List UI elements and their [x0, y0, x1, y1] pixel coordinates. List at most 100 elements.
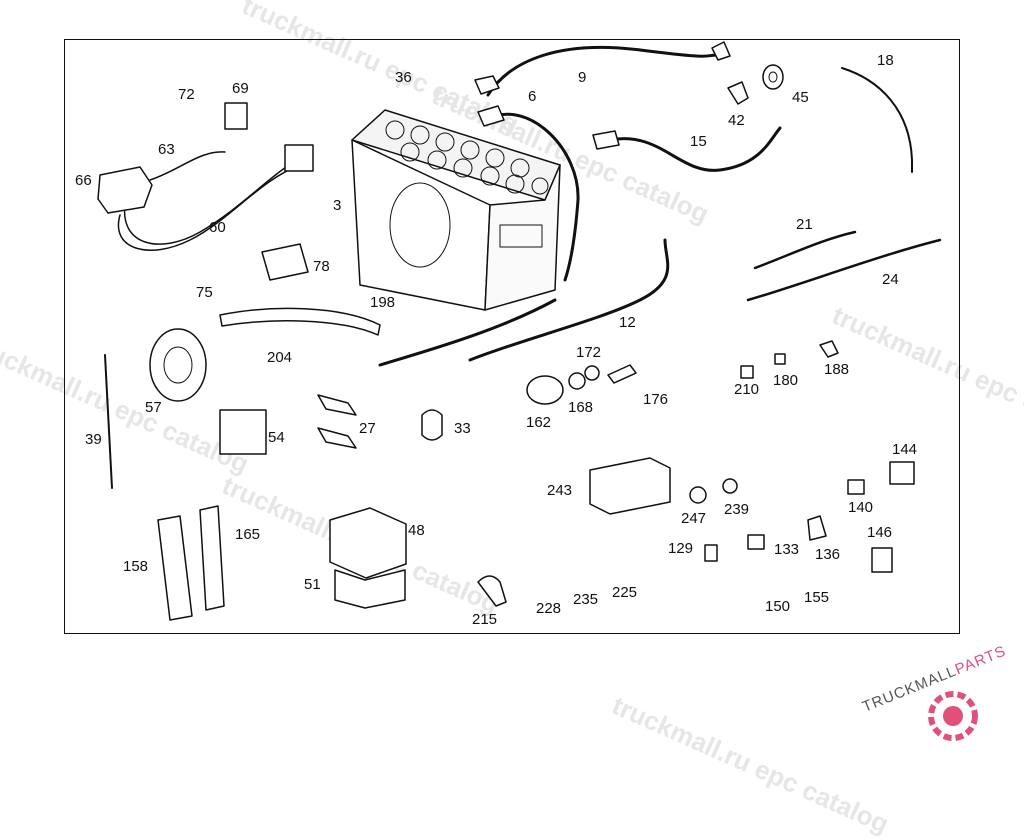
wire-harness-part — [117, 164, 301, 251]
fuse-strip-part — [199, 505, 225, 611]
relay-part — [224, 102, 248, 130]
callout-label: 136 — [815, 546, 841, 563]
wire-part — [149, 151, 226, 181]
callout-label: 235 — [573, 591, 599, 608]
callout-label: 210 — [734, 381, 760, 398]
connector-part — [740, 365, 754, 379]
cable-part — [488, 112, 580, 282]
module-part — [261, 243, 309, 281]
battery-part — [351, 109, 561, 311]
ring-part — [568, 372, 586, 390]
solenoid-part — [329, 507, 407, 579]
diagram-frame — [64, 39, 960, 634]
callout-label: 54 — [268, 429, 285, 446]
cable-part — [592, 130, 620, 150]
callout-label: 176 — [643, 391, 669, 408]
callout-label: 63 — [158, 141, 175, 158]
callout-label: 129 — [668, 540, 694, 557]
callout-label: 78 — [313, 258, 330, 275]
callout-label: 66 — [75, 172, 92, 189]
callout-label: 39 — [85, 431, 102, 448]
connector-part — [747, 534, 765, 550]
callout-label: 3 — [333, 197, 342, 214]
strap-part — [753, 230, 857, 270]
strap-part — [746, 238, 942, 302]
callout-label: 198 — [370, 294, 396, 311]
cable-part — [486, 46, 722, 97]
cable-part — [608, 126, 782, 172]
cable-part — [711, 41, 731, 61]
callout-label: 188 — [824, 361, 850, 378]
callout-label: 155 — [804, 589, 830, 606]
callout-label: 12 — [619, 314, 636, 331]
plug-part — [689, 486, 707, 504]
callout-label: 72 — [178, 86, 195, 103]
terminal-block-part — [589, 457, 671, 515]
strap-part — [219, 307, 381, 336]
bracket-part — [317, 427, 357, 449]
connector-part — [889, 461, 915, 485]
callout-label: 144 — [892, 441, 918, 458]
rod-part — [104, 354, 113, 489]
callout-label: 21 — [796, 216, 813, 233]
callout-label: 239 — [724, 501, 750, 518]
callout-label: 204 — [267, 349, 293, 366]
switch-part — [704, 544, 718, 562]
callout-label: 42 — [728, 112, 745, 129]
callout-label: 33 — [454, 420, 471, 437]
brand-logo — [928, 691, 978, 741]
plug-part — [722, 478, 738, 494]
callout-label: 168 — [568, 399, 594, 416]
cable-part — [474, 75, 500, 95]
callout-label: 150 — [765, 598, 791, 615]
cable-part — [468, 238, 670, 362]
cable-part — [477, 105, 505, 127]
callout-label: 243 — [547, 482, 573, 499]
clip-part — [727, 81, 749, 105]
callout-label: 172 — [576, 344, 602, 361]
wire-harness-part — [123, 157, 301, 245]
callout-label: 158 — [123, 558, 149, 575]
clip-part — [819, 340, 839, 358]
callout-label: 36 — [395, 69, 412, 86]
grommet-part — [762, 64, 784, 90]
connector-part — [807, 515, 827, 541]
switch-part — [526, 375, 564, 405]
plug-part — [477, 575, 507, 607]
callout-label: 69 — [232, 80, 249, 97]
callout-label: 225 — [612, 584, 638, 601]
connector-part — [607, 364, 637, 384]
relay-part — [219, 409, 267, 455]
connector-part — [774, 353, 786, 365]
callout-label: 15 — [690, 133, 707, 150]
callout-label: 215 — [472, 611, 498, 628]
cable-part — [378, 298, 557, 367]
callout-label: 165 — [235, 526, 261, 543]
callout-label: 228 — [536, 600, 562, 617]
callout-label: 75 — [196, 284, 213, 301]
bracket-part — [317, 394, 357, 416]
callout-label: 60 — [209, 219, 226, 236]
parts-drawing — [97, 41, 942, 621]
callout-label: 18 — [877, 52, 894, 69]
connector-part — [871, 547, 893, 573]
callout-label: 9 — [578, 69, 587, 86]
callout-label: 57 — [145, 399, 162, 416]
callout-label: 140 — [848, 499, 874, 516]
callout-label: 6 — [528, 88, 537, 105]
callout-label: 45 — [792, 89, 809, 106]
horn-part — [149, 328, 207, 402]
callout-label: 51 — [304, 576, 321, 593]
callout-label: 162 — [526, 414, 552, 431]
callout-label: 24 — [882, 271, 899, 288]
clip-part — [421, 409, 443, 441]
callout-label: 247 — [681, 510, 707, 527]
callout-label: 146 — [867, 524, 893, 541]
callout-label: 48 — [408, 522, 425, 539]
callout-label: 27 — [359, 420, 376, 437]
connector-part — [847, 479, 865, 495]
bracket-part — [841, 67, 913, 173]
connector-part — [284, 144, 314, 172]
ring-part — [584, 365, 600, 381]
callout-label: 133 — [774, 541, 800, 558]
